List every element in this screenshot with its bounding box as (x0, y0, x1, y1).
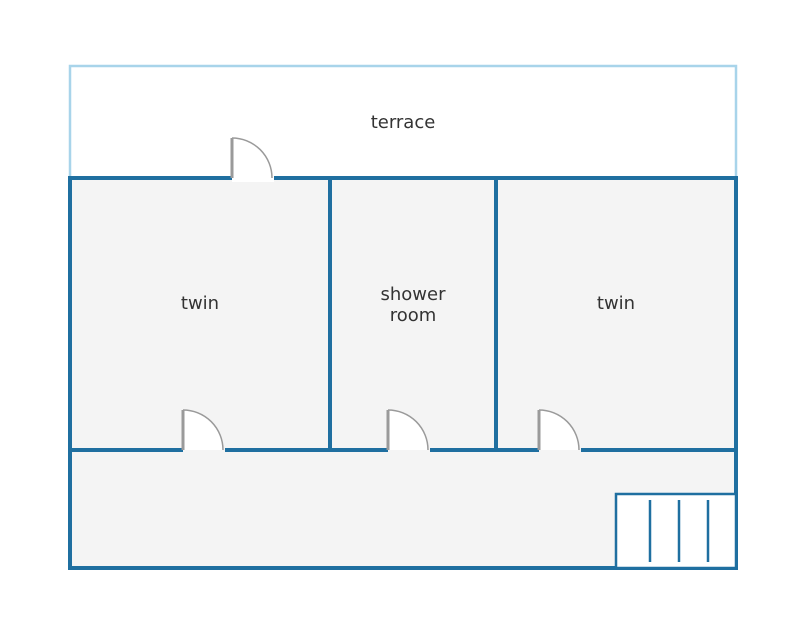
shower-room-label-line1: shower (381, 284, 447, 305)
door-shower-room[interactable] (386, 409, 430, 454)
staircase-outline (614, 492, 738, 570)
door-twin-right[interactable] (537, 409, 581, 454)
terrace-area (68, 64, 738, 180)
door-terrace[interactable] (230, 137, 274, 182)
terrace-label: terrace (371, 112, 436, 133)
outer-wall (68, 176, 738, 570)
shower-room-label-line2: room (390, 305, 437, 326)
door-twin-left[interactable] (181, 409, 225, 454)
twin-right-label: twin (597, 293, 635, 314)
staircase (614, 492, 738, 570)
twin-left-label: twin (181, 293, 219, 314)
